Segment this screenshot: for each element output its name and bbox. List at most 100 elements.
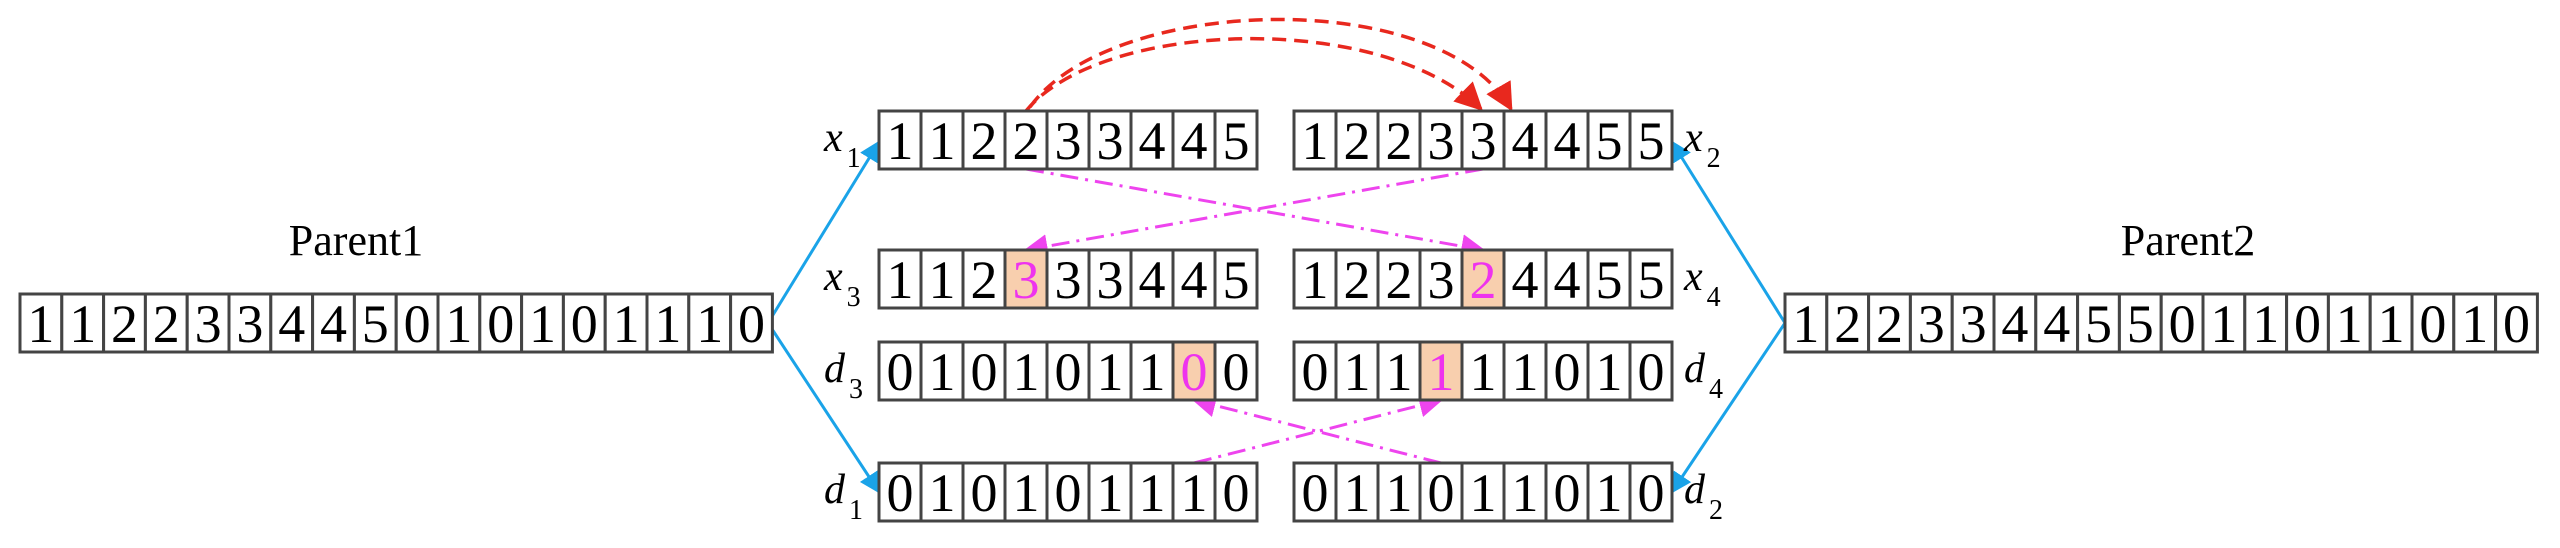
gene-value: 1 [1792,294,1819,354]
gene-value: 4 [1181,250,1208,310]
gene-cell [1418,340,1464,402]
gene-cell [1129,340,1175,402]
gene-cell [1213,109,1259,171]
gene-value: 5 [1596,111,1623,171]
parent1-title: Parent1 [289,216,423,265]
gene-value: 5 [1638,111,1665,171]
gene-value: 2 [1834,294,1861,354]
label-subscript: 1 [847,143,861,174]
gene-cell [2494,292,2539,354]
label-var: d [1684,346,1706,392]
gene-value: 4 [1181,111,1208,171]
gene-value: 5 [1223,111,1250,171]
crossover-arrow-d1-d4 [1193,393,1444,465]
gene-cell [1045,340,1091,402]
gene-value: 0 [1055,342,1082,402]
gene-value: 4 [1139,250,1166,310]
gene-cell [1292,248,1338,310]
gene-value: 1 [1386,463,1413,523]
label-var: d [824,467,846,513]
gene-value: 4 [1554,111,1581,171]
gene-cell [919,340,965,402]
gene-value: 1 [69,294,96,354]
gene-cell [877,461,923,523]
label-subscript: 3 [847,282,861,313]
gene-value: 1 [1596,342,1623,402]
gene-value: 3 [1055,250,1082,310]
gene-cell [1586,109,1632,171]
crossover-arrow-d2-d3 [1191,393,1442,465]
gene-cell [687,292,733,354]
split-arrow-p1-x1 [766,140,881,324]
gene-value: 0 [1223,342,1250,402]
gene-value: 1 [887,111,914,171]
gene-value: 0 [571,294,598,354]
gene-cell [18,292,64,354]
gene-cell [1544,340,1590,402]
gene-value: 2 [1470,250,1497,310]
gene-cell [436,292,482,354]
label-var: d [1684,467,1706,513]
gene-value: 1 [27,294,54,354]
gene-cell [1376,461,1422,523]
gene-cell [60,292,106,354]
gene-cell [1171,461,1217,523]
label-subscript: 2 [1709,495,1723,526]
gene-value: 1 [1139,463,1166,523]
gene-value: 3 [1428,250,1455,310]
gene-cell [1825,292,1871,354]
swap-arrow-outer [1028,17,1513,112]
gene-value: 0 [2419,294,2446,354]
gene-cell [1908,292,1954,354]
gene-value: 3 [1470,111,1497,171]
gene-value: 0 [2294,294,2321,354]
gene-value: 1 [1344,463,1371,523]
gene-value: 2 [971,250,998,310]
gene-value: 0 [1055,463,1082,523]
gene-cell [961,248,1007,310]
gene-value: 1 [1512,463,1539,523]
gene-value: 2 [971,111,998,171]
label-subscript: 3 [849,374,863,405]
gene-cell [352,292,398,354]
gene-value: 2 [1344,250,1371,310]
gene-value: 1 [2378,294,2405,354]
gene-value: 1 [1344,342,1371,402]
gene-value: 1 [1470,342,1497,402]
gene-value: 1 [2252,294,2279,354]
gene-cell [1129,461,1175,523]
gene-value: 0 [2169,294,2196,354]
label-subscript: 2 [1707,143,1721,174]
gene-value: 0 [1638,463,1665,523]
gene-value: 4 [1554,250,1581,310]
gene-value: 1 [1302,111,1329,171]
gene-cell [1950,292,1996,354]
gene-value: 1 [1013,463,1040,523]
gene-cell [1129,109,1175,171]
gene-value: 4 [320,294,347,354]
gene-value: 1 [654,294,681,354]
gene-cell [1628,248,1674,310]
gene-value: 5 [362,294,389,354]
gene-cell [1045,461,1091,523]
gene-cell [961,340,1007,402]
gene-value: 5 [1223,250,1250,310]
gene-cell [919,461,965,523]
gene-value: 1 [929,463,956,523]
gene-value: 1 [1013,342,1040,402]
gene-value: 4 [1512,250,1539,310]
gene-value: 0 [1638,342,1665,402]
